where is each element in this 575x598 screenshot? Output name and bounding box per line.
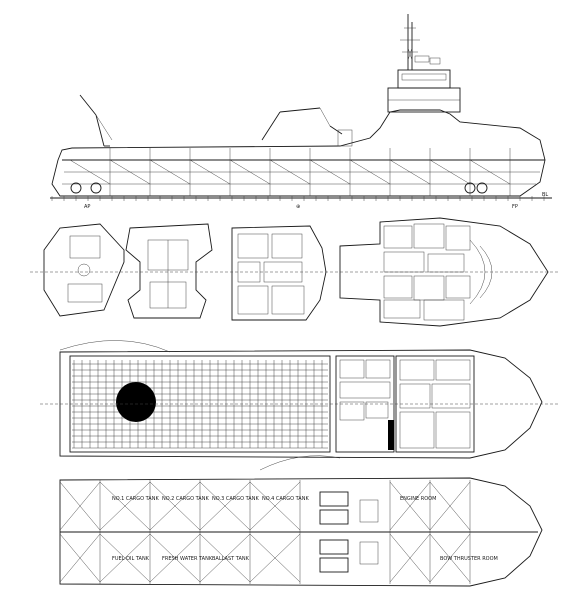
cabin — [427, 253, 465, 273]
plan-mast-circle — [77, 263, 91, 277]
main-deck-rooms — [339, 359, 471, 449]
profile-diagonal — [149, 159, 191, 185]
profile-diagonal — [349, 159, 391, 185]
tank-diagonal — [99, 481, 151, 531]
cabin — [445, 275, 471, 299]
tank-diagonal — [249, 481, 301, 531]
tank-label: BOW THRUSTER ROOM — [440, 556, 498, 562]
plan-accommodation-deck — [339, 217, 549, 327]
tank-diagonal — [59, 481, 101, 531]
main-deck-plan — [40, 340, 560, 471]
tank-label: FUEL OIL TANK — [112, 556, 150, 562]
cabin — [383, 225, 413, 249]
cabin — [445, 225, 471, 251]
wheelhouse — [397, 69, 451, 89]
tank-diagonal — [389, 481, 431, 531]
tank-label: NO.4 CARGO TANK — [262, 496, 309, 502]
deck-crane-icon — [261, 107, 353, 147]
plan-mast-box — [69, 235, 101, 259]
tank-bulkheads — [59, 480, 471, 584]
tank-plan-outline — [59, 477, 543, 587]
tank-diagonal — [149, 481, 201, 531]
crane-arc-aft — [59, 340, 171, 353]
bridge-room — [237, 233, 269, 259]
superstructure-plans — [30, 217, 560, 327]
bow-thruster-icon — [464, 182, 488, 194]
tank-diagonal — [59, 533, 101, 583]
deckhouse-room — [399, 359, 435, 381]
tank-diagonal — [249, 533, 301, 583]
frame-scale — [51, 196, 545, 201]
baseline-label: BL — [542, 192, 548, 198]
cabin — [413, 275, 445, 301]
aft-perp-label: AP — [84, 204, 90, 210]
profile-diagonal — [309, 159, 351, 185]
deckhouse-room — [339, 359, 365, 379]
profile-diagonal — [69, 159, 111, 185]
bridge-room — [271, 233, 303, 259]
propeller-icon — [70, 182, 102, 194]
deckhouse-room — [435, 411, 471, 449]
funnel-casing — [388, 420, 394, 450]
cabin — [383, 251, 425, 273]
profile-bulkheads — [69, 148, 511, 196]
tank-label: NO.1 CARGO TANK — [112, 496, 159, 502]
cabin — [383, 299, 421, 319]
cabin — [413, 223, 445, 249]
cabin — [423, 299, 465, 321]
plan-mast-room — [67, 283, 103, 303]
profile-diagonal — [429, 159, 471, 185]
deckhouse-room — [365, 359, 391, 379]
tank-label: FRESH WATER TANK — [162, 556, 213, 562]
tank-label: NO.2 CARGO TANK — [162, 496, 209, 502]
deckhouse-room — [339, 401, 365, 421]
engine-icon — [319, 491, 379, 573]
tank-label: NO.3 CARGO TANK — [212, 496, 259, 502]
tank-label: ENGINE ROOM — [400, 496, 436, 502]
plan-wheelhouse-top — [125, 223, 213, 319]
profile-diagonal — [469, 159, 511, 185]
profile-view: AP FP BL ⊕ — [50, 14, 552, 210]
deckhouse-room — [365, 401, 389, 419]
plan-mast-platform — [43, 223, 125, 317]
tank-diagonal — [429, 533, 471, 583]
crane-jib-icon — [79, 94, 113, 147]
crane-arc-fwd — [259, 455, 341, 471]
deckhouse-room — [435, 359, 471, 381]
midship-label: ⊕ — [296, 204, 300, 210]
profile-diagonal — [189, 159, 231, 185]
tank-diagonal — [199, 533, 251, 583]
tank-diagonal — [389, 533, 431, 583]
tank-diagonal — [429, 481, 471, 531]
deckhouse-room — [431, 383, 471, 409]
accommodation-rooms — [383, 223, 471, 321]
deckhouse-room — [399, 383, 431, 409]
fwd-perp-label: FP — [512, 204, 518, 210]
profile-diagonal — [109, 159, 151, 185]
tank-diagonal — [199, 481, 251, 531]
deckhouse-room — [339, 381, 391, 399]
profile-diagonal — [269, 159, 311, 185]
black-circle-icon — [116, 382, 156, 422]
bridge-deck-rooms — [237, 233, 305, 315]
bridge-room — [271, 285, 305, 315]
profile-diagonal — [229, 159, 271, 185]
wheelhouse-windows — [401, 73, 447, 81]
tank-diagonal — [99, 533, 151, 583]
lattice-mast-icon — [400, 14, 441, 70]
deckhouse-room — [399, 411, 435, 449]
profile-diagonal — [389, 159, 431, 185]
tank-label: BALLAST TANK — [212, 556, 250, 562]
main-deck-outline — [59, 349, 543, 459]
tank-diagonal — [149, 533, 201, 583]
plan-bridge-deck — [231, 225, 327, 321]
bridge-room — [237, 285, 269, 315]
cabin — [383, 275, 413, 299]
bow-curve-outer — [469, 239, 486, 305]
